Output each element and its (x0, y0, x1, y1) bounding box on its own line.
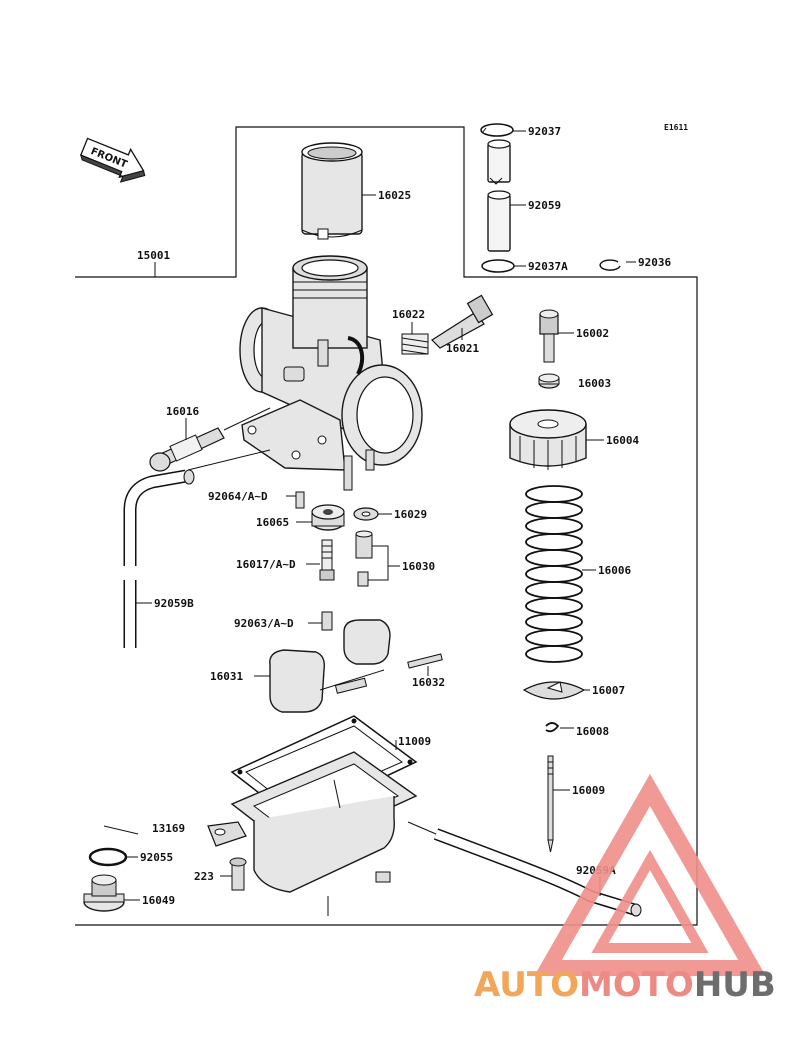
hose-92059B (122, 469, 195, 648)
holder-16065 (311, 504, 345, 531)
front-arrow: FRONT (79, 137, 146, 183)
screw-16016 (149, 427, 225, 472)
diagram-code: E1611 (664, 123, 688, 132)
float-bowl (230, 751, 418, 916)
label-223: 223 (194, 870, 214, 883)
label-16003: 16003 (578, 377, 611, 390)
label-92064: 92064/A~D (208, 490, 268, 503)
label-16008: 16008 (576, 725, 609, 738)
spring-16022 (401, 333, 429, 355)
label-11009: 11009 (398, 735, 431, 748)
spring-16006 (525, 485, 583, 663)
needle-jet-16017 (319, 539, 335, 581)
jet-16030 (355, 530, 373, 587)
screw-16002 (539, 309, 559, 363)
label-16025: 16025 (378, 189, 411, 202)
label-92059B: 92059B (154, 597, 194, 610)
label-92037A: 92037A (528, 260, 568, 273)
needle-16009 (547, 755, 554, 853)
label-92037: 92037 (528, 125, 561, 138)
label-92055: 92055 (140, 851, 173, 864)
label-16021: 16021 (446, 342, 479, 355)
bracket-13169 (207, 821, 247, 847)
tube-92059 (487, 190, 511, 252)
jet-92063 (321, 611, 333, 631)
label-16016: 16016 (166, 405, 199, 418)
assembly-frame (75, 126, 698, 926)
label-16022: 16022 (392, 308, 425, 321)
clip-92036 (599, 259, 621, 271)
jet-92064 (295, 491, 305, 509)
pin-16032 (407, 653, 443, 669)
label-16031: 16031 (210, 670, 243, 683)
label-16002: 16002 (576, 327, 609, 340)
label-16006: 16006 (598, 564, 631, 577)
throttle-valve (301, 142, 363, 240)
label-92059: 92059 (528, 199, 561, 212)
label-15001: 15001 (137, 249, 170, 262)
label-16017: 16017/A~D (236, 558, 296, 571)
label-16032: 16032 (412, 676, 445, 689)
label-16029: 16029 (394, 508, 427, 521)
label-16007: 16007 (592, 684, 625, 697)
watermark-hub: HUB (694, 965, 776, 1005)
label-92036: 92036 (638, 256, 671, 269)
clip-92037A (481, 259, 515, 273)
label-16065: 16065 (256, 516, 289, 529)
nut-16003 (538, 373, 560, 389)
label-16009: 16009 (572, 784, 605, 797)
float-16031 (269, 619, 391, 713)
screw-223 (229, 857, 247, 891)
watermark-moto: MOTO (579, 965, 694, 1005)
label-13169: 13169 (152, 822, 185, 835)
label-16049: 16049 (142, 894, 175, 907)
oring-92055 (88, 847, 128, 867)
carburetor-body (239, 255, 423, 491)
label-92063: 92063/A~D (234, 617, 294, 630)
washer-16029 (353, 507, 379, 521)
tube-short (487, 139, 511, 185)
watermark-text: AUTOMOTOHUB (474, 965, 776, 1005)
screw-16021 (431, 294, 494, 349)
watermark-logo (534, 773, 766, 976)
clip-16008 (545, 722, 560, 733)
plug-16049 (83, 874, 125, 912)
label-16004: 16004 (606, 434, 639, 447)
clip-92037 (480, 123, 514, 137)
watermark-auto: AUTO (474, 965, 579, 1005)
plate-16007 (522, 681, 586, 700)
label-16030: 16030 (402, 560, 435, 573)
cap-16004 (509, 409, 587, 470)
